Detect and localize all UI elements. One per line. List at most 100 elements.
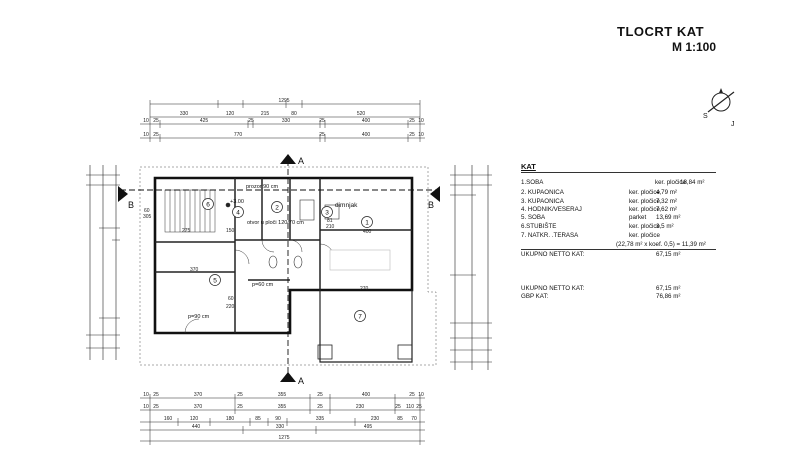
legend-row-floor: ker. pločice xyxy=(629,232,660,239)
interior-walls xyxy=(155,178,412,333)
dim-bot-r3: 120 xyxy=(190,416,199,422)
room-number-7: 7 xyxy=(358,314,362,321)
dim-top-r2: 25 xyxy=(153,118,159,124)
plan-dim: 370 xyxy=(190,267,199,273)
dim-bot-r3: 230 xyxy=(371,416,380,422)
dim-bot-r2: 25 xyxy=(317,404,323,410)
dim-top-r3: 25 xyxy=(409,132,415,138)
dim-bot-r2: 25 xyxy=(416,404,422,410)
dim-top-r1: 330 xyxy=(180,111,189,117)
legend-row-floor: ker. pločice xyxy=(629,198,660,205)
section-markers xyxy=(118,154,440,382)
dim-top-r3: 10 xyxy=(418,132,424,138)
legend-row-area: 3,5 m² xyxy=(656,223,674,230)
dim-bot-r2: 10 xyxy=(143,404,149,410)
drawing-title: TLOCRT KAT xyxy=(617,24,705,39)
dim-bot-r4: 495 xyxy=(364,424,373,430)
slab-hole-label: otvor u ploči 120/70 cm xyxy=(247,220,304,226)
room-number-1: 1 xyxy=(365,220,369,227)
staircase xyxy=(164,189,216,233)
dim-bot-r3: 70 xyxy=(411,416,417,422)
dim-top-r2: 10 xyxy=(143,118,149,124)
dim-top-r2: 25 xyxy=(409,118,415,124)
dim-bot-r2: 25 xyxy=(395,404,401,410)
room-number-5: 5 xyxy=(213,278,217,285)
section-label-right: B xyxy=(428,200,434,210)
plan-dim: 210 xyxy=(326,224,335,230)
dim-bot-r2: 355 xyxy=(278,404,287,410)
dim-bot-r3: 160 xyxy=(164,416,173,422)
legend-row-floor: ker. pločice xyxy=(629,206,660,213)
door-label-1: p=90 cm xyxy=(188,314,210,320)
legend-row-name: 5. SOBA xyxy=(521,214,546,221)
dim-top-r2: 10 xyxy=(418,118,424,124)
door-label-2: p=60 cm xyxy=(252,282,274,288)
legend-row-name: 3. KUPAONICA xyxy=(521,198,564,205)
plan-dim: 400 xyxy=(363,229,372,235)
plan-dim: 275 xyxy=(182,228,191,234)
dim-bot-r3: 90 xyxy=(275,416,281,422)
plan-dim: 270 xyxy=(360,286,369,292)
section-label-left: B xyxy=(128,200,134,210)
legend-row-floor: parket xyxy=(629,214,647,221)
chimney-label: dimnjak xyxy=(335,202,358,209)
dim-bot-overall: 1275 xyxy=(278,435,289,441)
dim-bot-r1: 25 xyxy=(317,392,323,398)
dim-top-r1: 520 xyxy=(357,111,366,117)
legend-row-floor: ker. pločice xyxy=(629,223,660,230)
legend-row-name: 2. KUPAONICA xyxy=(521,189,564,196)
plan-dim: 150 xyxy=(226,228,235,234)
section-label-top: A xyxy=(298,156,304,166)
legend-row-name: 4. HODNIK/VESERAJ xyxy=(521,206,582,213)
dim-top-r3: 770 xyxy=(234,132,243,138)
section-lines xyxy=(120,160,440,380)
level-label: +3.00 xyxy=(230,199,244,205)
dim-top-r1: 215 xyxy=(261,111,270,117)
dim-bot-r2: 370 xyxy=(194,404,203,410)
legend-row-floor: ker. pločice xyxy=(629,189,660,196)
dim-top-overall: 1295 xyxy=(278,98,289,104)
dim-bot-r2: 230 xyxy=(356,404,365,410)
legend-row-name: 6.STUBIŠTE xyxy=(521,223,557,230)
dim-top-r2: 25 xyxy=(248,118,254,124)
dim-bot-r1: 25 xyxy=(153,392,159,398)
legend-heading: KAT xyxy=(521,162,536,171)
dim-top-r1: 120 xyxy=(226,111,235,117)
dim-top-r3: 25 xyxy=(153,132,159,138)
legend-row-area: 7,32 m² xyxy=(656,198,677,205)
compass-letter-s: S xyxy=(703,113,708,120)
legend-row-area: 4,79 m² xyxy=(656,189,677,196)
dim-top-r2: 25 xyxy=(319,118,325,124)
legend-net-total-label: UKUPNO NETTO KAT: xyxy=(521,251,585,258)
dim-top-r2: 330 xyxy=(282,118,291,124)
legend-gbp-value: 76,86 m² xyxy=(656,293,681,300)
dim-top-r1: 80 xyxy=(291,111,297,117)
legend-row-floor: ker. pločice xyxy=(655,179,686,186)
legend-row-area: 7,62 m² xyxy=(656,206,677,213)
room-number-2: 2 xyxy=(275,205,279,212)
dim-top-r3: 10 xyxy=(143,132,149,138)
plan-dim: 220 xyxy=(226,304,235,310)
dim-bot-r3: 85 xyxy=(255,416,261,422)
legend-row-name: 7. NATKR. .TERASA xyxy=(521,232,579,239)
legend-row-area: 18,84 m² xyxy=(680,179,705,186)
legend-net-total2-value: 67,15 m² xyxy=(656,285,681,292)
legend-row-area: 13,69 m² xyxy=(656,214,681,221)
dim-bot-r3: 335 xyxy=(316,416,325,422)
dim-bot-r4: 440 xyxy=(192,424,201,430)
room-number-6: 6 xyxy=(206,202,210,209)
legend-row-name: 1.SOBA xyxy=(521,179,544,186)
dim-bot-r4: 330 xyxy=(276,424,285,430)
legend-net-total-value: 67,15 m² xyxy=(656,251,681,258)
dim-top-r2: 400 xyxy=(362,118,371,124)
room-number-4: 4 xyxy=(236,210,240,217)
legend-underline xyxy=(521,172,716,173)
dim-bot-r2: 25 xyxy=(237,404,243,410)
room-circles xyxy=(202,198,373,322)
compass-icon: S J xyxy=(703,88,735,128)
terrace xyxy=(317,290,413,363)
plan-dim: 60 xyxy=(228,296,234,302)
drawing-scale: M 1:100 xyxy=(672,40,717,54)
section-label-bottom: A xyxy=(298,376,304,386)
